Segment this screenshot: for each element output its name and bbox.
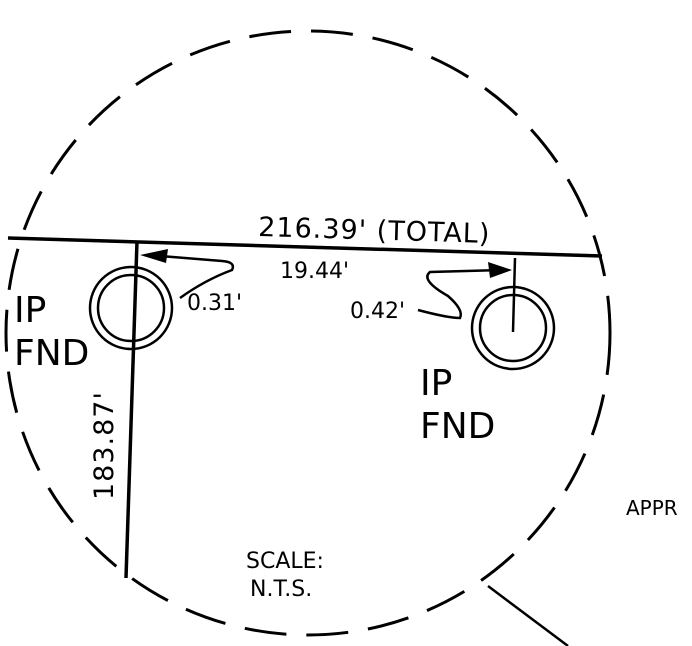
left-iron-pipe-monument: [88, 265, 174, 351]
side-dimension-label: 183.87': [89, 391, 120, 500]
between-dimension-label: 19.44': [280, 259, 349, 284]
left-monument-label-line1: IP: [14, 290, 46, 331]
right-monument-label-line2: FND: [420, 406, 495, 447]
boundary-line-side: [124, 240, 139, 579]
right-iron-pipe-monument: [470, 257, 556, 371]
scale-label-line1: SCALE:: [246, 549, 324, 574]
right-offset-label: 0.42': [350, 299, 405, 324]
detail-circle-dashed: [4, 29, 612, 637]
left-offset-leader: [140, 249, 235, 300]
right-monument-label-line1: IP: [420, 363, 452, 404]
scale-label-line2: N.T.S.: [250, 577, 312, 602]
detail-leader-line: [487, 585, 569, 646]
left-offset-label: 0.31': [187, 291, 242, 316]
left-monument-label-line2: FND: [14, 333, 89, 374]
right-offset-leader: [417, 262, 512, 320]
boundary-line-top: [7, 236, 603, 258]
appr-label: APPR: [626, 496, 678, 520]
total-dimension-label: 216.39' (TOTAL): [258, 212, 491, 250]
